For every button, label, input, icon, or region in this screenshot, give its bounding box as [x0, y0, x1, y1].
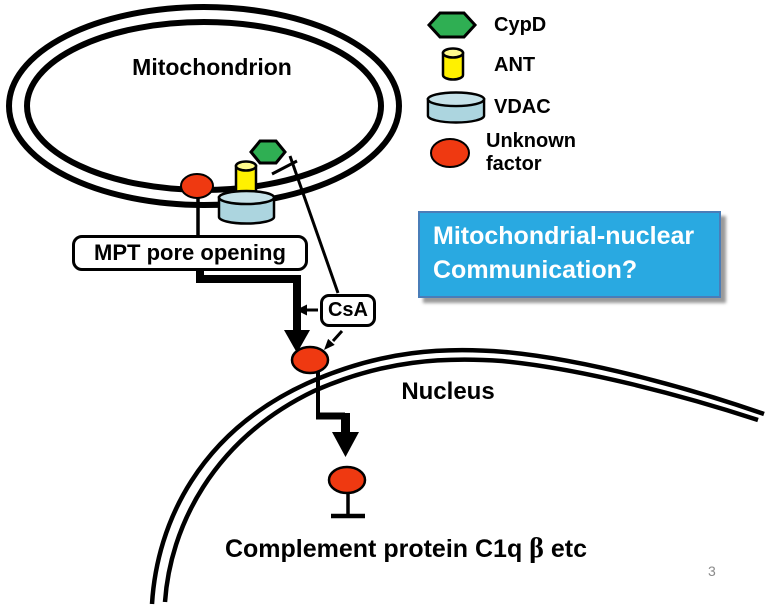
unknown-factor-envelope: [290, 345, 330, 375]
nucleus-label: Nucleus: [401, 378, 495, 405]
mitochondrial-nuclear-callout: Mitochondrial-nuclear Communication?: [418, 211, 721, 298]
vdac-icon: [426, 89, 486, 125]
unknown-factor-mito: [180, 173, 214, 199]
beta-symbol: β: [529, 533, 544, 564]
inhibition-tbar: [331, 493, 365, 519]
cypd-hexagon: [249, 139, 287, 165]
csa-label: CsA: [327, 299, 368, 321]
complement-protein-label: Complement protein C1q β etc: [206, 533, 606, 565]
unknown-factor-icon: [426, 137, 478, 169]
cypd-to-csa-line: [271, 155, 340, 294]
nuclear-envelope: [149, 347, 765, 605]
ant-icon: [426, 46, 486, 84]
mpt-pore-opening-box: MPT pore opening: [72, 235, 308, 271]
envelope-to-nucleus-arrow: [316, 372, 359, 457]
mpt-pore-opening-label: MPT pore opening: [94, 240, 286, 265]
legend-label-vdac: VDAC: [494, 95, 551, 118]
complement-text-pre: Complement protein C1q: [224, 535, 530, 563]
legend-item-unknown-factor: Unknown factor: [426, 130, 584, 176]
csa-inhibit-arrows: [296, 304, 344, 350]
legend-item-vdac: VDAC: [426, 89, 551, 125]
legend-item-cypd: CypD: [426, 10, 546, 40]
callout-line-1: Mitochondrial-nuclear: [433, 222, 695, 250]
legend-item-ant: ANT: [426, 46, 535, 84]
callout-line-2: Communication?: [433, 256, 638, 284]
mitochondrion-label: Mitochondrion: [132, 54, 292, 80]
legend-label-cypd: CypD: [494, 13, 547, 36]
page-number: 3: [708, 563, 716, 579]
complement-text-post: etc: [543, 535, 588, 563]
csa-box: CsA: [320, 294, 376, 327]
legend-label-ant: ANT: [494, 53, 536, 76]
vdac-cylinder: [217, 189, 276, 225]
cypd-icon: [426, 10, 486, 40]
legend-label-unknown-factor: Unknown factor: [486, 130, 576, 175]
mpt-to-nucleus-arrow: [196, 268, 310, 353]
unknown-factor-nucleus: [327, 465, 367, 495]
